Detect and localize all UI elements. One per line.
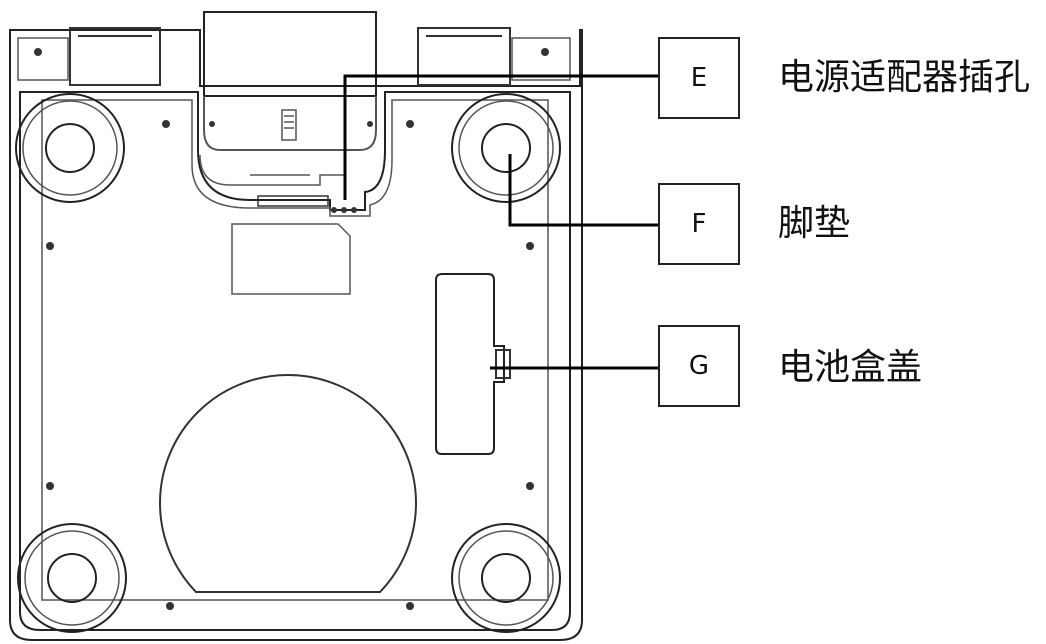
left-top-tab <box>69 27 161 86</box>
adapter-jack-plate <box>257 195 329 207</box>
screws <box>34 48 549 610</box>
callout-letter-e: E <box>690 63 708 93</box>
callout-label-f: 脚垫 <box>778 203 851 244</box>
foot-bottom-left <box>17 523 127 633</box>
leader-line-e <box>343 74 660 200</box>
cable-channel <box>199 154 346 186</box>
circular-recess <box>159 374 417 593</box>
callout-box-g: G <box>658 325 740 407</box>
device-inner-edge <box>19 91 571 631</box>
leader-line-f <box>508 154 660 227</box>
callout-box-f: F <box>658 183 740 265</box>
callout-letter-g: G <box>688 351 710 381</box>
foot-top-right <box>451 93 561 203</box>
right-top-corner <box>511 37 571 81</box>
callout-letter-f: F <box>691 209 707 239</box>
device-outer-body <box>9 29 583 641</box>
battery-cover-latch <box>495 349 511 379</box>
battery-cover <box>435 273 505 455</box>
callout-box-e: E <box>658 37 740 119</box>
right-top-tab <box>417 27 511 86</box>
callout-label-g: 电池盒盖 <box>778 347 923 388</box>
label-plate <box>231 223 351 295</box>
callout-label-e: 电源适配器插孔 <box>778 57 1031 98</box>
top-clip-block <box>203 11 377 97</box>
left-top-corner <box>17 37 69 81</box>
device-inner-panel <box>41 99 549 601</box>
top-clip-hinge <box>203 96 377 151</box>
foot-top-left <box>15 93 125 203</box>
clip-latch <box>281 109 297 141</box>
foot-bottom-right <box>451 523 561 633</box>
